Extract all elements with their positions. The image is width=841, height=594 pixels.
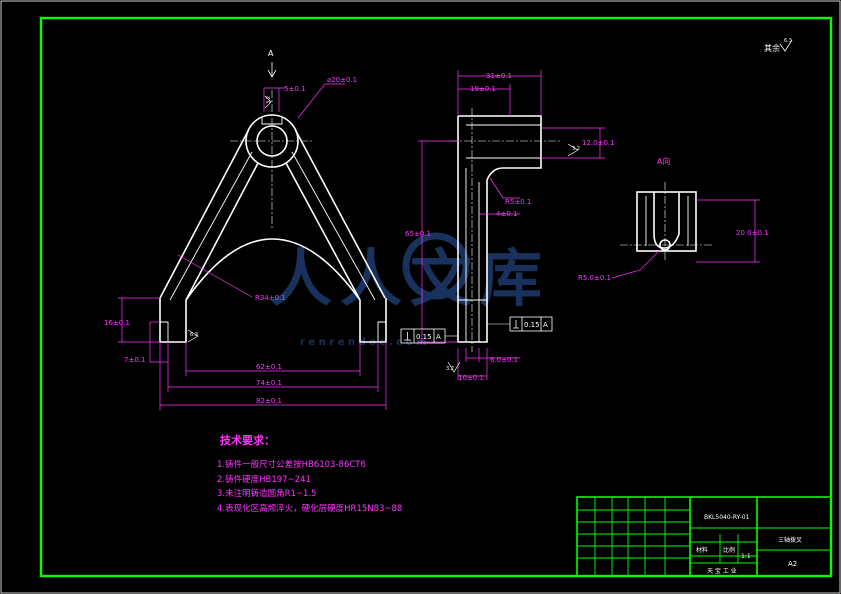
- view-a-label: A向: [657, 156, 670, 166]
- dim-view-a-radius: R5.0±0.1: [578, 274, 611, 282]
- title-block-scale-label: 比例: [723, 547, 736, 554]
- side-view-centerlines: [450, 108, 560, 352]
- roughness-side-symbol: [567, 143, 579, 157]
- front-view-dimensions: [118, 83, 387, 410]
- fork-right-arm-mid: [291, 151, 376, 301]
- dim-hub-bore: ⌀20±0.1: [327, 76, 357, 84]
- fork-left-tip: [159, 298, 187, 343]
- roughness-side-tip: 3.2: [446, 366, 454, 372]
- roughness-hub-symbol: [264, 95, 272, 109]
- title-block-drawing-no: BKL5040-RY-01: [704, 514, 750, 521]
- title-block-sheet-size: A2: [788, 560, 798, 568]
- roughness-symbol: [779, 39, 793, 52]
- view-a-outline: [636, 191, 697, 252]
- dim-tip-height: 16±0.1: [104, 319, 130, 327]
- dim-view-a-height: 20.0±0.1: [736, 229, 769, 237]
- dim-side-hub-depth: 19±0.1: [470, 85, 496, 93]
- dim-inner-radius: R34±0.1: [255, 294, 286, 302]
- fork-inner-arc: [185, 238, 361, 301]
- section-arrow: [267, 62, 277, 78]
- dim-side-bore: 12.0±0.1: [582, 139, 615, 147]
- side-arm-inner: [465, 168, 480, 342]
- fork-right-tip: [359, 298, 387, 343]
- tech-item: 2.铸件硬度HB197~241: [217, 474, 311, 485]
- tolerance-right-value: 0.15: [524, 321, 540, 329]
- dim-inner-width: 62±0.1: [256, 363, 282, 371]
- view-a-ribs: [645, 196, 689, 246]
- front-view-centerlines: [230, 90, 314, 230]
- dim-tip-step: 7±0.1: [124, 356, 145, 364]
- drawing-frame: [39, 16, 833, 578]
- dim-mid-width: 74±0.1: [256, 379, 282, 387]
- dim-slot-width: 5±0.1: [284, 85, 305, 93]
- dim-side-height: 65±0.1: [405, 230, 431, 238]
- fork-left-arm-mid: [169, 151, 253, 301]
- fork-right-arm-inner: [285, 162, 361, 301]
- view-a-centerlines: [620, 182, 712, 262]
- tolerance-frame-right: 0.15 A: [487, 316, 553, 332]
- title-block-material: 材料: [696, 547, 709, 554]
- tolerance-right-datum: A: [543, 321, 548, 329]
- title-block-scale: 1:1: [741, 553, 751, 560]
- fork-left-arm-outer: [159, 130, 249, 299]
- title-block-part-name: 三轴拨叉: [778, 537, 803, 544]
- fork-right-arm-outer: [295, 130, 386, 299]
- side-view-dimensions: [418, 70, 605, 380]
- dim-side-fillet: R5±0.1: [505, 198, 531, 206]
- tolerance-left-datum: A: [436, 333, 441, 341]
- roughness-note-label: 其余: [764, 43, 780, 53]
- dim-outer-width: 82±0.1: [256, 397, 282, 405]
- roughness-tip: 6.3: [190, 332, 198, 338]
- fork-left-arm-inner: [185, 162, 259, 301]
- dim-side-width: 31±0.1: [486, 72, 512, 80]
- fork-right-tip-step: [377, 321, 386, 342]
- tech-item: 1.铸件一般尺寸公差按HB6103-86CT6: [217, 460, 366, 470]
- tech-item: 3.未注明铸造圆角R1~1.5: [217, 489, 317, 499]
- view-a: [636, 191, 697, 252]
- fork-left-tip-step: [160, 321, 169, 342]
- side-hub-bore-lines: [466, 124, 541, 159]
- tolerance-frame-left: 0.15 A: [400, 328, 458, 344]
- tolerance-left-value: 0.15: [416, 333, 432, 341]
- view-a-dimensions: [611, 199, 760, 279]
- title-block: [576, 496, 832, 577]
- title-block-company: 天 宝 工 业: [707, 568, 737, 575]
- tech-requirements-title: 技术要求：: [220, 434, 275, 447]
- tech-requirements-list: 1.铸件一般尺寸公差按HB6103-86CT6 2.铸件硬度HB197~241 …: [217, 458, 402, 516]
- roughness-side-tip-symbol: [447, 361, 461, 373]
- watermark-text: 人人文库: [270, 242, 550, 315]
- side-view: [457, 115, 542, 343]
- dim-side-arm: 4±0.1: [496, 210, 517, 218]
- roughness-note-value: 6.3: [784, 38, 792, 44]
- roughness-tip-symbol: [187, 329, 199, 343]
- watermark: 人人文库 r e n r e n d o c . c o m: [270, 232, 550, 348]
- section-label: A: [268, 49, 274, 58]
- view-a-slot: [653, 192, 680, 249]
- dim-side-tip-width: 6.0±0.1: [490, 356, 518, 364]
- dim-side-tip-total: 10±0.1: [458, 374, 484, 382]
- side-hub-outline: [457, 115, 542, 343]
- tech-item: 4.表现化区高频淬火，硬化层硬度HR15N83~88: [217, 503, 403, 514]
- front-view: [159, 114, 387, 343]
